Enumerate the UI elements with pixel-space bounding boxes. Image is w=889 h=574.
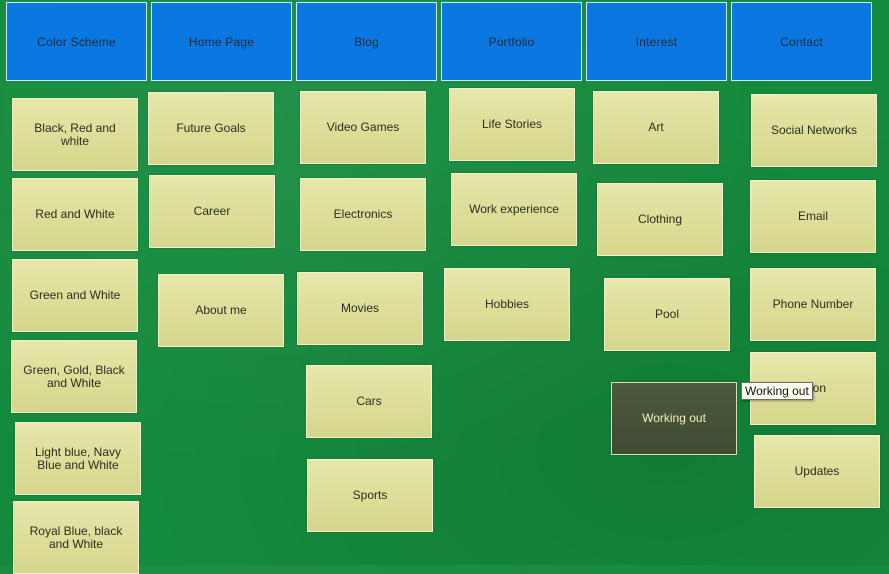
card-hobbies[interactable]: Hobbies xyxy=(444,268,570,341)
tooltip: Working out xyxy=(741,382,813,400)
header-home-page[interactable]: Home Page xyxy=(151,2,292,81)
card-lightblue-navy-white[interactable]: Light blue, Navy Blue and White xyxy=(15,422,141,495)
card-clothing[interactable]: Clothing xyxy=(597,183,723,256)
card-career[interactable]: Career xyxy=(149,175,275,248)
card-movies[interactable]: Movies xyxy=(297,272,423,345)
card-video-games[interactable]: Video Games xyxy=(300,91,426,164)
card-royalblue-black-white[interactable]: Royal Blue, black and White xyxy=(13,501,139,574)
card-life-stories[interactable]: Life Stories xyxy=(449,88,575,161)
card-work-experience[interactable]: Work experience xyxy=(451,173,577,246)
card-working-out[interactable]: Working out xyxy=(611,382,737,455)
header-contact[interactable]: Contact xyxy=(731,2,872,81)
card-electronics[interactable]: Electronics xyxy=(300,178,426,251)
card-pool[interactable]: Pool xyxy=(604,278,730,351)
card-art[interactable]: Art xyxy=(593,91,719,164)
card-red-white[interactable]: Red and White xyxy=(12,178,138,251)
card-updates[interactable]: Updates xyxy=(754,435,880,508)
header-color-scheme[interactable]: Color Scheme xyxy=(6,2,147,81)
card-social-networks[interactable]: Social Networks xyxy=(751,94,877,167)
card-about-me[interactable]: About me xyxy=(158,274,284,347)
header-interest[interactable]: Interest xyxy=(586,2,727,81)
header-portfolio[interactable]: Portfolio xyxy=(441,2,582,81)
header-blog[interactable]: Blog xyxy=(296,2,437,81)
card-sports[interactable]: Sports xyxy=(307,459,433,532)
card-future-goals[interactable]: Future Goals xyxy=(148,92,274,165)
card-phone-number[interactable]: Phone Number xyxy=(750,268,876,341)
card-green-white[interactable]: Green and White xyxy=(12,259,138,332)
card-green-gold-black-white[interactable]: Green, Gold, Black and White xyxy=(11,340,137,413)
card-cars[interactable]: Cars xyxy=(306,365,432,438)
card-email[interactable]: Email xyxy=(750,180,876,253)
card-black-red-white[interactable]: Black, Red and white xyxy=(12,98,138,171)
